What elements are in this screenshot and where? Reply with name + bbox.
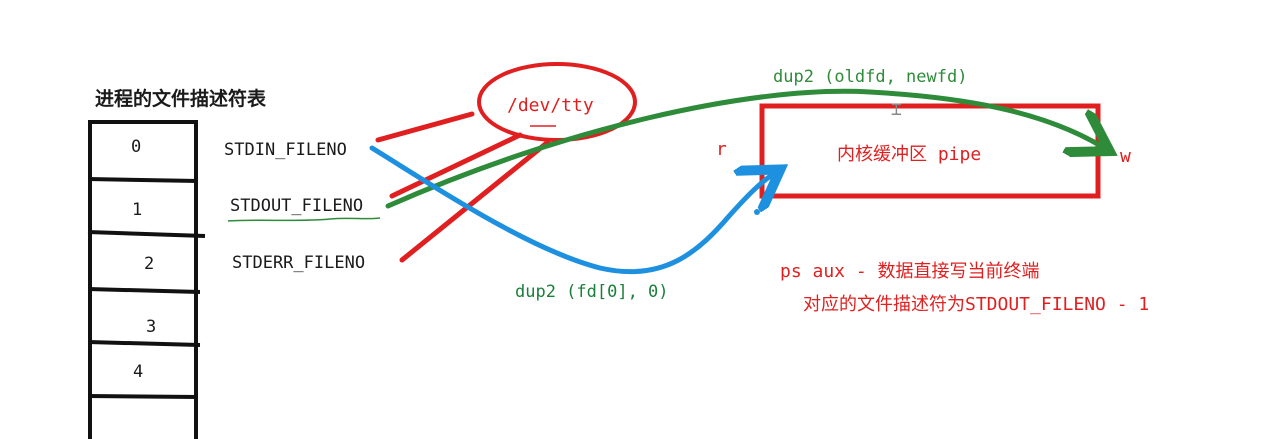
fd-index-4: 4 bbox=[133, 362, 143, 382]
stderr-to-tty-line bbox=[399, 139, 551, 263]
dup2-oldfd-newfd-label: dup2 (oldfd, newfd) bbox=[773, 67, 967, 87]
stdout-label: STDOUT_FILENO bbox=[230, 196, 363, 216]
stdin-to-tty-line bbox=[375, 111, 475, 143]
dup2-stdout-arrow bbox=[385, 88, 1101, 209]
pipe-write-end-label: w bbox=[1120, 146, 1131, 167]
blue-dot bbox=[754, 209, 760, 215]
tty-ellipse bbox=[477, 62, 637, 142]
fd-table-row-divider bbox=[87, 287, 201, 294]
pipe-buffer-label: 内核缓冲区 pipe bbox=[837, 144, 981, 165]
fd-table-row-divider bbox=[87, 230, 206, 238]
stderr-label: STDERR_FILENO bbox=[232, 253, 365, 273]
dup2-stdin-arrow bbox=[369, 145, 772, 275]
stdout-underline bbox=[227, 217, 381, 222]
text-cursor-icon: ⌶ bbox=[891, 99, 902, 120]
fd-table-row-divider bbox=[87, 177, 199, 183]
dup2-fd0-label: dup2 (fd[0], 0) bbox=[515, 282, 669, 302]
note-line-2: 对应的文件描述符为STDOUT_FILENO - 1 bbox=[803, 294, 1149, 315]
fd-index-2: 2 bbox=[144, 254, 154, 274]
fd-index-0: 0 bbox=[131, 137, 141, 157]
fd-table-title: 进程的文件描述符表 bbox=[95, 87, 267, 110]
fd-index-1: 1 bbox=[132, 200, 142, 220]
note-line-1: ps aux - 数据直接写当前终端 bbox=[780, 261, 1040, 282]
fd-table-row-divider bbox=[87, 394, 199, 399]
fd-index-3: 3 bbox=[146, 317, 156, 337]
stdin-label: STDIN_FILENO bbox=[224, 140, 347, 160]
tty-label: /dev/tty bbox=[507, 95, 594, 116]
pipe-read-end-label: r bbox=[716, 139, 727, 160]
fd-table-row-divider bbox=[87, 340, 201, 347]
fd-table bbox=[87, 120, 206, 439]
tty-connections bbox=[375, 111, 551, 263]
stdout-to-tty-line bbox=[389, 132, 523, 199]
